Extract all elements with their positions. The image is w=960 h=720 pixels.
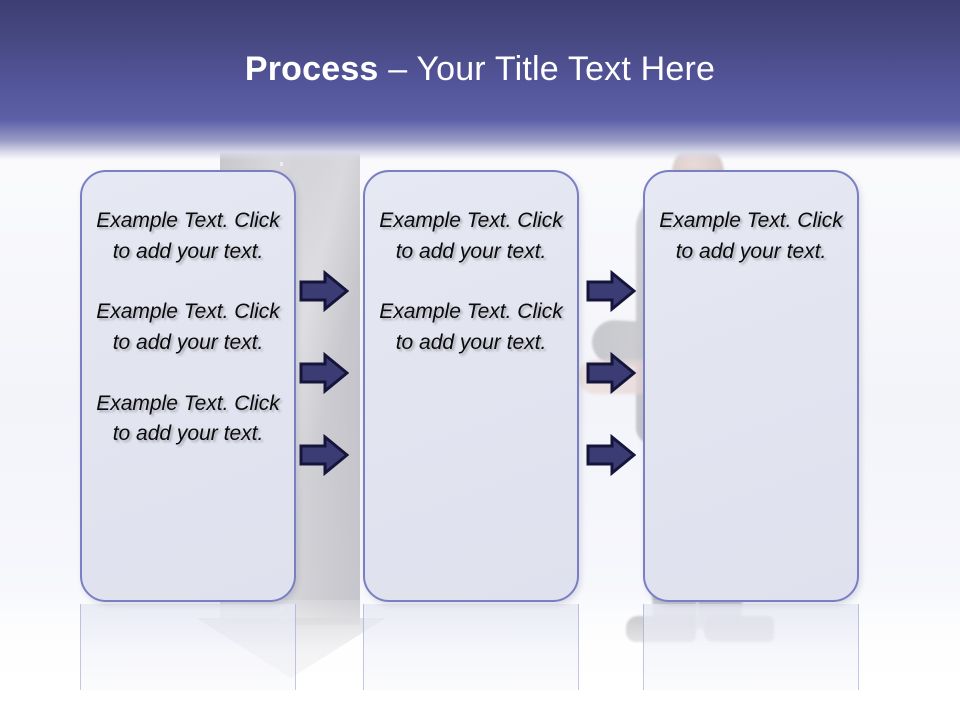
process-box-1-paragraph-1[interactable]: Example Text. Click to add your text.	[96, 209, 280, 263]
page-title-rest: – Your Title Text Here	[378, 50, 716, 88]
process-box-3-paragraph-1[interactable]: Example Text. Click to add your text.	[659, 209, 843, 263]
connector-arrow-1-3[interactable]	[299, 434, 349, 476]
slide-bottom-margin	[0, 690, 960, 720]
right-arrow-icon	[299, 352, 349, 394]
process-box-1-paragraph-2[interactable]: Example Text. Click to add your text.	[96, 300, 280, 354]
right-arrow-icon	[586, 270, 636, 312]
process-box-1-paragraph-3[interactable]: Example Text. Click to add your text.	[96, 391, 280, 446]
connector-arrow-2-2[interactable]	[586, 352, 636, 394]
connector-arrow-2-1[interactable]	[586, 270, 636, 312]
right-arrow-icon	[299, 270, 349, 312]
process-box-3[interactable]: Example Text. Click to add your text.	[643, 170, 859, 602]
process-box-2-paragraph-1[interactable]: Example Text. Click to add your text.	[379, 209, 563, 263]
process-box-2-paragraph-2[interactable]: Example Text. Click to add your text.	[379, 300, 563, 354]
page-title-strong: Process	[244, 50, 379, 88]
right-arrow-icon	[586, 434, 636, 476]
title-banner: Process – Your Title Text Here	[0, 0, 960, 160]
process-box-1[interactable]: Example Text. Click to add your text. Ex…	[80, 170, 296, 602]
page-title: Process – Your Title Text Here	[0, 50, 960, 89]
connector-arrow-1-2[interactable]	[299, 352, 349, 394]
right-arrow-icon	[299, 434, 349, 476]
connector-arrow-2-3[interactable]	[586, 434, 636, 476]
process-box-2[interactable]: Example Text. Click to add your text. Ex…	[363, 170, 579, 602]
connector-arrow-1-1[interactable]	[299, 270, 349, 312]
right-arrow-icon	[586, 352, 636, 394]
